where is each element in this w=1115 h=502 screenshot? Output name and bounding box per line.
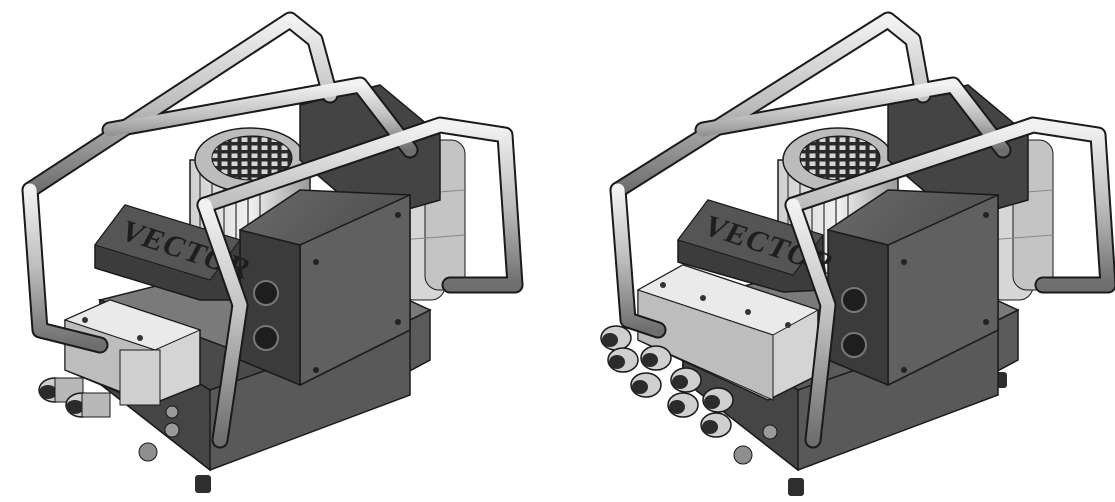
coupler xyxy=(700,412,732,438)
stop-button xyxy=(253,325,279,351)
control-box xyxy=(239,189,411,387)
foot xyxy=(788,478,804,496)
coupler xyxy=(630,372,662,398)
roll-cage-frame xyxy=(609,11,1115,449)
foot xyxy=(195,475,211,493)
control-box xyxy=(827,189,999,387)
coupler xyxy=(702,387,734,413)
coupler xyxy=(65,392,111,418)
coupler xyxy=(38,377,84,403)
pump-drawing-left: VECTOR xyxy=(21,11,524,493)
coupler xyxy=(667,392,699,418)
fan-grille xyxy=(799,135,881,181)
hydraulic-pump-unit-two-outlet: VECTOR xyxy=(0,0,540,502)
hydraulic-pump-unit-six-outlet: VECTOR xyxy=(588,0,1115,502)
coupler xyxy=(640,345,672,371)
valve-manifold xyxy=(636,264,820,401)
quick-couplers xyxy=(38,377,111,418)
fan-grille xyxy=(211,135,293,181)
sight-glass xyxy=(762,424,778,440)
coupler xyxy=(600,325,632,351)
stop-button xyxy=(841,332,867,358)
start-button xyxy=(841,287,867,313)
drain-plug xyxy=(733,445,753,465)
sight-glass xyxy=(164,422,180,438)
drain-plug xyxy=(138,442,158,462)
start-button xyxy=(253,280,279,306)
coupler xyxy=(670,367,702,393)
roll-cage-frame xyxy=(21,11,524,449)
vector-logo-plate: VECTOR xyxy=(677,199,841,293)
quick-couplers xyxy=(600,325,734,438)
coupler xyxy=(607,347,639,373)
pump-drawing-right: VECTOR xyxy=(600,11,1115,496)
